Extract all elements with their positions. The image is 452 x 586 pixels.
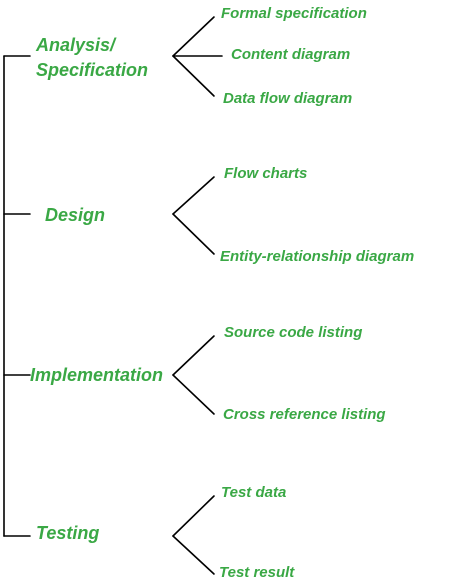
branch-implementation-1 [172, 335, 215, 376]
item-source-code-listing: Source code listing [224, 324, 363, 341]
phase-testing: Testing [36, 523, 100, 543]
item-content-diagram: Content diagram [231, 46, 351, 63]
branch-analysis-1 [172, 16, 215, 57]
phase-implementation: Implementation [30, 365, 164, 385]
phase-analysis-line2: Specification [36, 60, 149, 80]
item-test-data: Test data [221, 484, 287, 501]
phase-analysis-line1: Analysis/ [36, 35, 116, 55]
item-data-flow-diagram: Data flow diagram [223, 90, 353, 107]
branch-analysis-3 [172, 55, 215, 97]
branch-testing-1 [172, 495, 215, 537]
branch-design-2 [172, 213, 215, 255]
phase-design: Design [45, 205, 106, 225]
branch-implementation-2 [172, 374, 215, 415]
item-formal-specification: Formal specification [221, 5, 367, 22]
item-test-result: Test result [219, 564, 295, 581]
branch-design-1 [172, 176, 215, 215]
item-flow-charts: Flow charts [224, 165, 308, 182]
item-entity-relationship-diagram: Entity-relationship diagram [220, 248, 415, 265]
branch-testing-2 [172, 535, 215, 575]
item-cross-reference-listing: Cross reference listing [223, 406, 386, 423]
